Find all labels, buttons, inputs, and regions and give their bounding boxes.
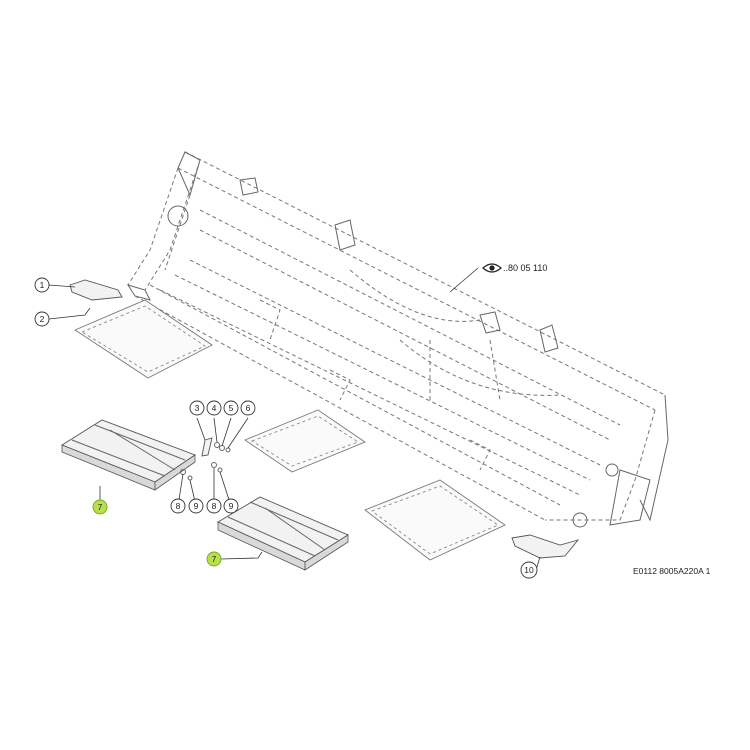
callout-4: 4 <box>206 400 222 416</box>
callout-8-left: 8 <box>170 498 186 514</box>
svg-text:9: 9 <box>194 501 199 511</box>
svg-text:3: 3 <box>195 403 200 413</box>
svg-text:7: 7 <box>98 502 103 512</box>
svg-text:10: 10 <box>524 565 534 575</box>
header-frame <box>126 151 669 528</box>
reference-number: ..80 05 110 <box>503 263 547 273</box>
svg-text:7: 7 <box>212 554 217 564</box>
svg-text:8: 8 <box>176 501 181 511</box>
skid-part-10 <box>511 534 580 559</box>
cover-plates <box>74 299 506 561</box>
reference-label: ..80 05 110 <box>482 263 547 273</box>
callout-9-left: 9 <box>188 498 204 514</box>
callout-10: 10 <box>520 561 538 579</box>
callout-7-right: 7 <box>206 551 222 567</box>
callout-7-left: 7 <box>92 499 108 515</box>
callout-8-right: 8 <box>206 498 222 514</box>
hardware-parts <box>180 437 231 481</box>
svg-text:6: 6 <box>246 403 251 413</box>
svg-text:1: 1 <box>40 280 45 290</box>
callout-2: 2 <box>34 311 50 327</box>
svg-text:5: 5 <box>229 403 234 413</box>
tray-part-7-left <box>61 419 196 491</box>
drawing-code: E0112 8005A220A 1 <box>633 566 711 576</box>
callout-5: 5 <box>223 400 239 416</box>
bracket-part-1 <box>69 279 123 301</box>
svg-text:4: 4 <box>212 403 217 413</box>
callout-1: 1 <box>34 277 50 293</box>
tray-part-7-right <box>217 496 349 571</box>
svg-text:8: 8 <box>212 501 217 511</box>
callout-3: 3 <box>189 400 205 416</box>
callout-6: 6 <box>240 400 256 416</box>
callout-9-right: 9 <box>223 498 239 514</box>
svg-text:2: 2 <box>40 314 45 324</box>
svg-text:9: 9 <box>229 501 234 511</box>
eye-icon <box>482 263 502 273</box>
